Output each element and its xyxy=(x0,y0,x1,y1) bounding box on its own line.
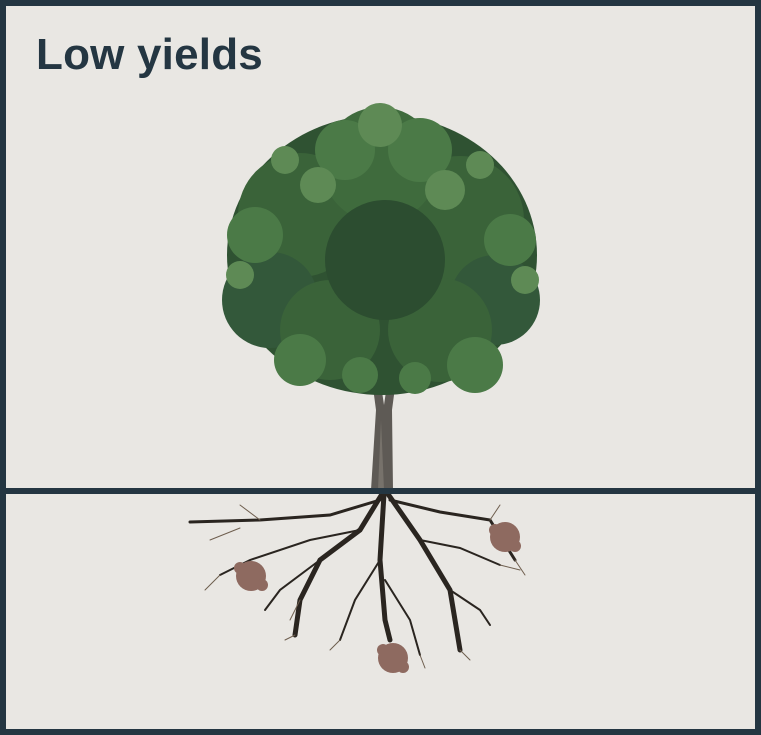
tree-canopy xyxy=(222,103,540,395)
nutrient-particle-right xyxy=(489,522,521,552)
nutrient-particle-bottom xyxy=(377,643,409,673)
nutrient-particle-left xyxy=(234,561,268,591)
ground-line xyxy=(0,488,761,494)
